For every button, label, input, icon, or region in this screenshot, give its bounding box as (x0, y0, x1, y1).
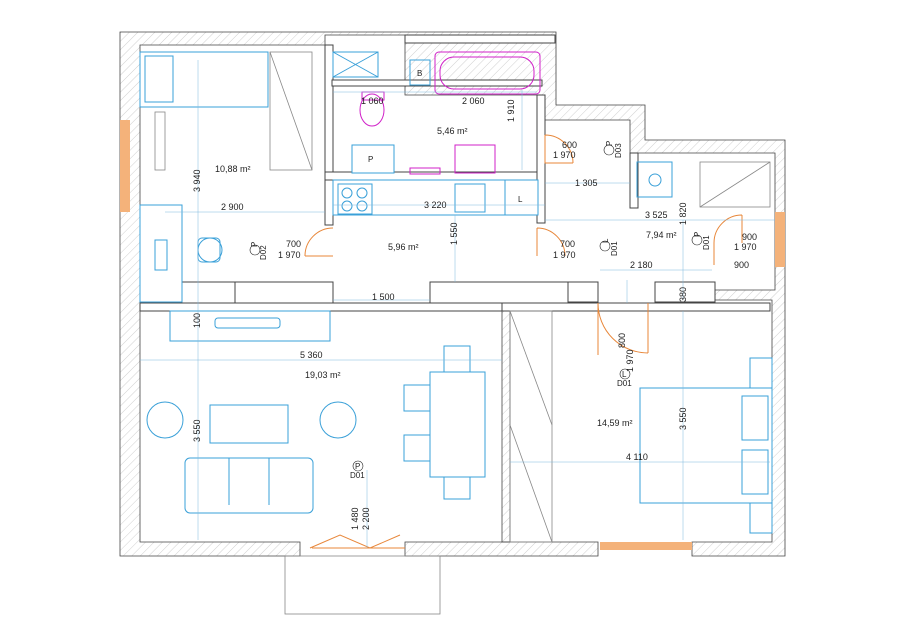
dim-label: 3 525 (645, 210, 668, 220)
window-left (120, 120, 130, 212)
dim-label: 3 220 (424, 200, 447, 210)
dim-label: 1 550 (449, 222, 459, 245)
dim-label: 1 060 (361, 96, 384, 106)
dim-label: 2 900 (221, 202, 244, 212)
dim-label: 1 305 (575, 178, 598, 188)
svg-text:P: P (250, 242, 259, 247)
door-tag-d03: P D03 (603, 141, 623, 158)
bedroom-left-furniture (120, 51, 313, 303)
balcony (284, 555, 441, 615)
fridge-icon (351, 144, 395, 174)
dim-label: 1 970 (553, 150, 576, 160)
washer-label: L (518, 195, 523, 204)
doors (304, 134, 785, 549)
bathtub (434, 51, 541, 95)
dim-label: 900 (734, 260, 749, 270)
door-tag-d01-bedroom: L D01 (617, 368, 632, 388)
dim-label: 1 970 (553, 250, 576, 260)
dim-label: 2 200 (361, 507, 371, 530)
svg-text:D02: D02 (259, 245, 268, 260)
kitchen-fixtures: L (332, 179, 539, 216)
door-tag-d01-corridor: P D01 (691, 232, 711, 250)
dim-label: 1 970 (734, 242, 757, 252)
sink-icon (454, 183, 486, 213)
dim-label: 4 110 (626, 452, 648, 462)
window-bottom (600, 542, 692, 550)
living-furniture (146, 310, 486, 514)
svg-text:P: P (355, 462, 360, 471)
bed (139, 51, 269, 108)
boiler-label: B (417, 69, 422, 78)
dim-label: 3 550 (192, 419, 202, 442)
svg-text:D01: D01 (350, 471, 365, 480)
dim-label: 600 (562, 140, 577, 150)
area-corridor: 7,94 m² (646, 230, 677, 240)
dim-label: 900 (742, 232, 757, 242)
door-tag-d02: P D02 (249, 242, 268, 260)
bathroom-fixtures: B P (332, 51, 541, 175)
dim-label: 2 180 (630, 260, 653, 270)
dimension-labels: 1 060 2 060 1 910 600 1 970 1 305 2 900 … (192, 96, 757, 530)
fridge-label: P (368, 155, 373, 164)
dim-label: 3 940 (192, 169, 202, 192)
dim-label: 1 820 (678, 202, 688, 225)
svg-text:L: L (622, 370, 627, 379)
stove-icon (337, 183, 373, 215)
dim-label: 800 (617, 333, 627, 348)
dim-label: 1 500 (372, 292, 395, 302)
coffee-table (209, 404, 289, 444)
armchair-icon (146, 401, 184, 439)
dim-label: 5 360 (300, 350, 323, 360)
office-chair-icon (197, 237, 223, 263)
dim-label: 1 970 (278, 250, 301, 260)
boiler-icon (409, 59, 431, 86)
dining-table (429, 371, 486, 478)
svg-text:L: L (601, 238, 610, 243)
washer-icon (504, 179, 539, 216)
double-bed (639, 387, 773, 504)
tv-cabinet (169, 310, 331, 342)
guide-lines (140, 60, 775, 548)
bedroom-right-furniture (509, 310, 773, 550)
dim-label: 1 480 (350, 507, 360, 530)
area-bedroom-left: 10,88 m² (215, 164, 251, 174)
dim-label: 2 060 (462, 96, 485, 106)
area-bedroom-right: 14,59 m² (597, 418, 633, 428)
area-kitchen-hall: 5,96 m² (388, 242, 419, 252)
svg-text:D01: D01 (702, 235, 711, 250)
door-tag-d01-living: P D01 (350, 460, 365, 480)
armchair-icon (319, 401, 357, 439)
area-living: 19,03 m² (305, 370, 341, 380)
corridor-fixtures (636, 161, 771, 208)
dim-label: 100 (192, 313, 202, 328)
desk (139, 204, 183, 303)
dim-label: 700 (286, 239, 301, 249)
dim-label: 700 (560, 239, 575, 249)
door-tag-d01-kitchen: L D01 (599, 238, 619, 256)
svg-text:D01: D01 (617, 379, 632, 388)
dim-label: 1 970 (625, 349, 635, 372)
door-tags: P D03 P D02 L D01 P D01 L D01 P D01 (249, 141, 711, 480)
dim-label: 3 550 (678, 407, 688, 430)
svg-text:D01: D01 (610, 241, 619, 256)
svg-text:D03: D03 (614, 143, 623, 158)
room-areas: 10,88 m² 5,46 m² 5,96 m² 7,94 m² 19,03 m… (215, 126, 677, 428)
sofa (184, 457, 314, 514)
washbasin (454, 144, 496, 174)
area-bathroom: 5,46 m² (437, 126, 468, 136)
dim-label: 380 (678, 287, 688, 302)
svg-text:P: P (605, 141, 614, 146)
dim-label: 1 910 (506, 99, 516, 122)
svg-text:P: P (693, 232, 702, 237)
